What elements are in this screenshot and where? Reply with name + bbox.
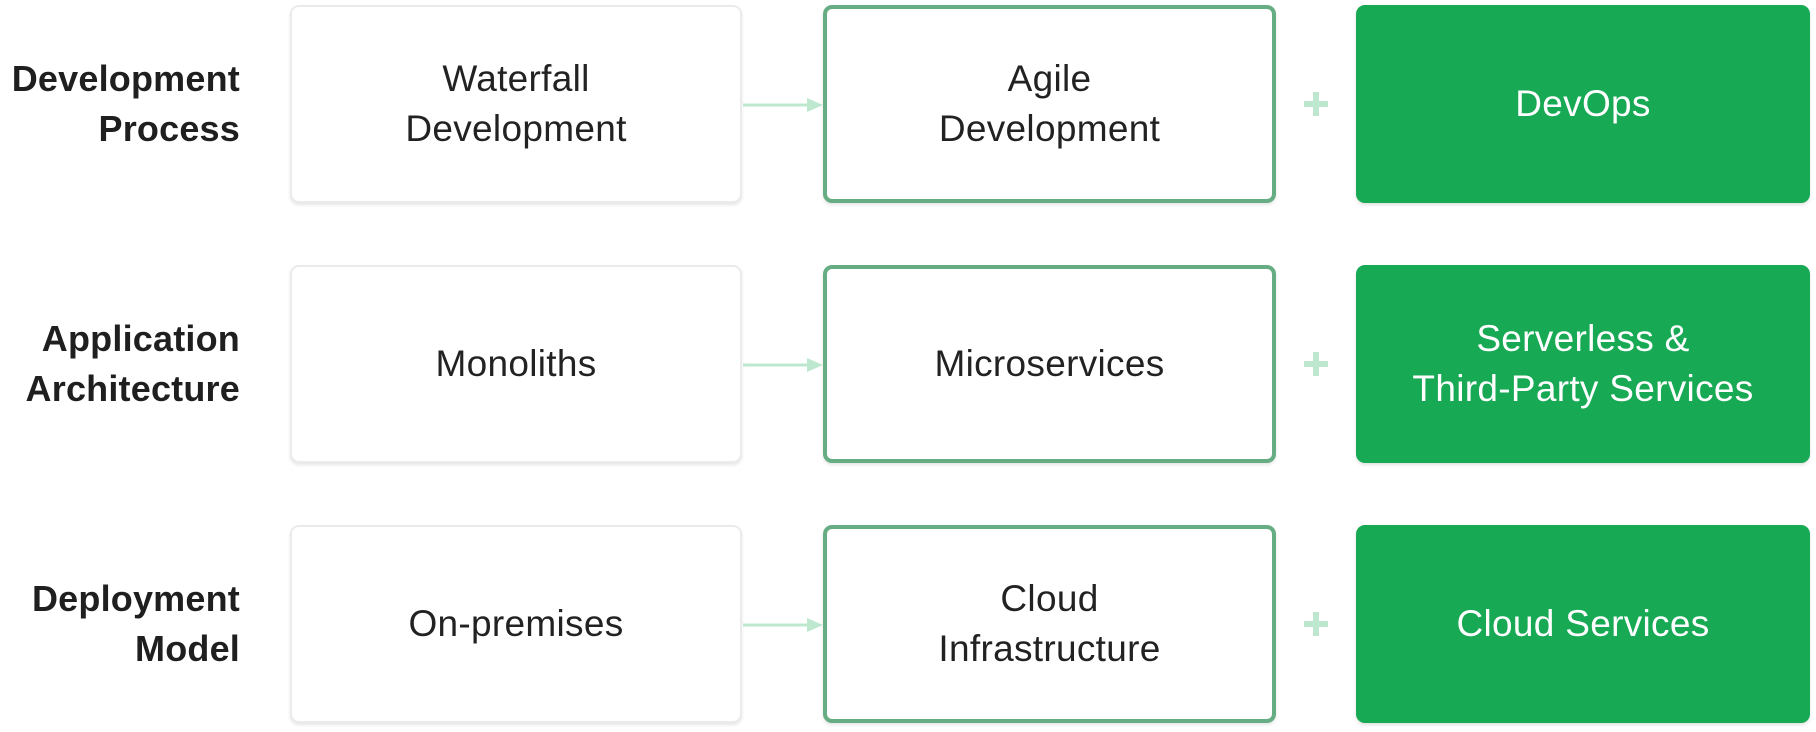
- modern-box: Microservices: [823, 265, 1276, 463]
- row-label: Deployment Model: [0, 525, 240, 723]
- row-label-line: Architecture: [25, 368, 240, 409]
- row-development-process: Development Process Waterfall Developmen…: [0, 5, 1816, 203]
- legacy-box-text: Monoliths: [435, 343, 597, 384]
- row-label: Application Architecture: [0, 265, 240, 463]
- plus-icon: [1304, 612, 1328, 636]
- row-label-line: Model: [135, 628, 240, 669]
- modern-box-text: Infrastructure: [938, 628, 1161, 669]
- addition-box: DevOps: [1356, 5, 1810, 203]
- addition-box-text: Third-Party Services: [1412, 368, 1754, 409]
- plus-icon: [1304, 92, 1328, 116]
- addition-box: Serverless & Third-Party Services: [1356, 265, 1810, 463]
- row-label-line: Deployment: [31, 578, 240, 619]
- row-application-architecture: Application Architecture Monoliths Micro…: [0, 265, 1816, 463]
- legacy-box-text: Waterfall: [442, 58, 590, 99]
- modern-box-text: Development: [938, 108, 1161, 149]
- legacy-box: Monoliths: [290, 265, 742, 463]
- modern-box-text: Agile: [1007, 58, 1092, 99]
- row-label-line: Process: [98, 108, 240, 149]
- addition-box-text: Serverless &: [1476, 318, 1690, 359]
- legacy-box: Waterfall Development: [290, 5, 742, 203]
- addition-box-text: DevOps: [1515, 83, 1651, 124]
- legacy-box-text: On-premises: [408, 603, 624, 644]
- row-label-line: Application: [41, 318, 240, 359]
- arrow-right-icon: [743, 358, 823, 372]
- addition-box-text: Cloud Services: [1456, 603, 1710, 644]
- modern-box-text: Microservices: [934, 343, 1165, 384]
- row-label-line: Development: [11, 58, 240, 99]
- arrow-right-icon: [743, 618, 823, 632]
- row-deployment-model: Deployment Model On-premises Cloud Infra…: [0, 525, 1816, 723]
- addition-box: Cloud Services: [1356, 525, 1810, 723]
- arrow-right-icon: [743, 98, 823, 112]
- modern-box: Cloud Infrastructure: [823, 525, 1276, 723]
- legacy-box: On-premises: [290, 525, 742, 723]
- legacy-box-text: Development: [405, 108, 627, 149]
- modern-box-text: Cloud: [1000, 578, 1099, 619]
- row-label: Development Process: [0, 5, 240, 203]
- plus-icon: [1304, 352, 1328, 376]
- modern-box: Agile Development: [823, 5, 1276, 203]
